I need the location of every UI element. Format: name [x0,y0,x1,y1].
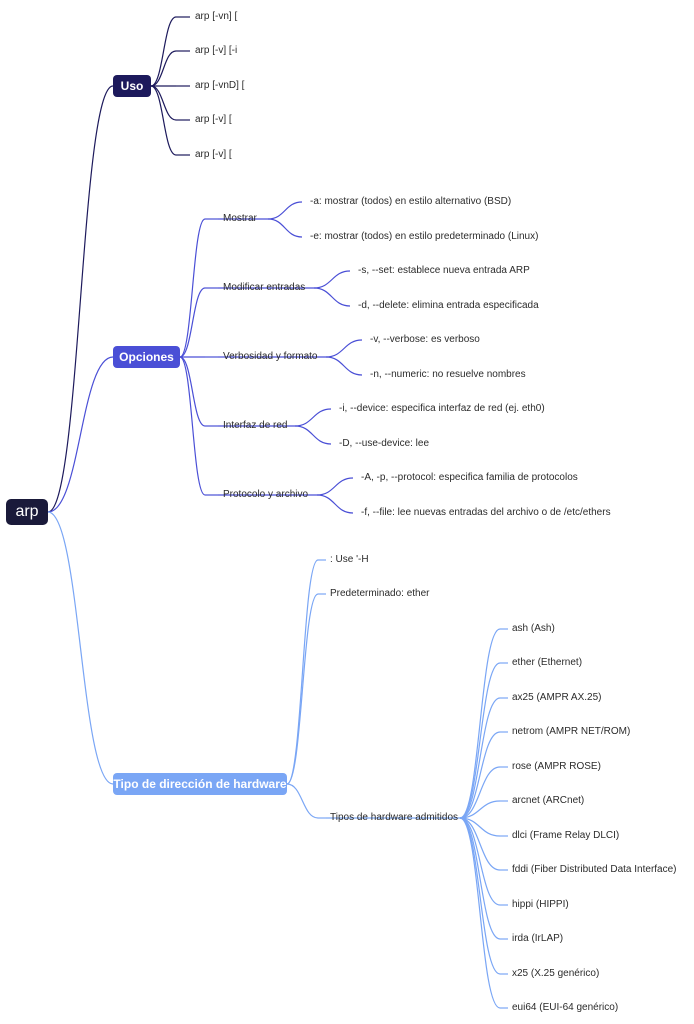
connector-opciones-group [179,287,206,358]
opcion-item[interactable]: -a: mostrar (todos) en estilo alternativ… [310,196,512,207]
hardware-type-item[interactable]: arcnet (ARCnet) [512,795,585,806]
branch-tipo-direccion-hardware[interactable]: Tipo de dirección de hardware [113,773,287,795]
connector-tipo-child [286,559,319,785]
connector-opcion-item [294,425,332,445]
connector-opcion-item [316,477,354,496]
connector-opcion-item [267,218,303,238]
opcion-item[interactable]: -A, -p, --protocol: especifica familia d… [361,472,578,483]
branch-uso[interactable]: Uso [113,75,151,97]
connector-root-tipo [47,511,114,785]
branch-opciones[interactable]: Opciones [113,346,180,368]
connector-opcion-item [325,339,363,358]
tipo-predeterminado[interactable]: Predeterminado: ether [330,588,430,599]
hardware-type-item[interactable]: ax25 (AMPR AX.25) [512,692,602,703]
hardware-type-item[interactable]: ash (Ash) [512,623,555,634]
connector-hardware-item [459,817,501,871]
connector-hardware-item [459,628,501,819]
connector-hardware-item [459,817,501,1009]
connector-opcion-item [267,201,303,220]
hardware-type-item[interactable]: dlci (Frame Relay DLCI) [512,830,620,841]
uso-item[interactable]: arp [-vnD] [ [195,80,245,91]
connector-hardware-item [459,766,501,819]
hardware-type-item[interactable]: hippi (HIPPI) [512,899,569,910]
uso-item[interactable]: arp [-v] [ [195,149,232,160]
connector-uso-item [150,85,177,121]
connector-opciones-group [179,356,206,427]
opcion-item[interactable]: -i, --device: especifica interfaz de red… [339,403,545,414]
connector-opcion-item [325,356,363,376]
connector-uso-item [150,85,177,156]
connector-uso-item [150,16,177,87]
tipo-use-h[interactable]: : Use '-H [330,554,369,565]
hardware-type-item[interactable]: netrom (AMPR NET/ROM) [512,726,631,737]
opcion-item[interactable]: -f, --file: lee nuevas entradas del arch… [361,507,611,518]
opciones-group-verbosidad-formato[interactable]: Verbosidad y formato [223,351,318,362]
opcion-item[interactable]: -d, --delete: elimina entrada especifica… [358,300,539,311]
connector-opcion-item [313,270,351,289]
hardware-type-item[interactable]: rose (AMPR ROSE) [512,761,601,772]
connector-uso-item [150,50,177,87]
opciones-group-interfaz-red[interactable]: Interfaz de red [223,420,288,431]
connector-root-opciones [47,356,114,513]
opcion-item[interactable]: -D, --use-device: lee [339,438,430,449]
hardware-type-item[interactable]: irda (IrLAP) [512,933,564,944]
uso-item[interactable]: arp [-vn] [ [195,11,238,22]
opcion-item[interactable]: -e: mostrar (todos) en estilo predetermi… [310,231,539,242]
connector-tipo-child [286,783,319,819]
opciones-group-protocolo-archivo[interactable]: Protocolo y archivo [223,489,309,500]
connector-tipo-child [286,593,319,785]
opcion-item[interactable]: -n, --numeric: no resuelve nombres [370,369,526,380]
hardware-type-item[interactable]: fddi (Fiber Distributed Data Interface) [512,864,677,875]
connector-hardware-item [459,697,501,819]
hardware-type-item[interactable]: x25 (X.25 genérico) [512,968,600,979]
connector-hardware-item [459,662,501,819]
uso-item[interactable]: arp [-v] [-i [195,45,238,56]
connector-opcion-item [316,494,354,514]
hardware-type-item[interactable]: ether (Ethernet) [512,657,583,668]
connector-hardware-item [459,817,501,975]
connector-root-uso [47,85,114,513]
uso-item[interactable]: arp [-v] [ [195,114,232,125]
tipos-hardware-admitidos[interactable]: Tipos de hardware admitidos [330,812,459,823]
connector-opciones-group [179,218,206,358]
opcion-item[interactable]: -v, --verbose: es verboso [370,334,480,345]
connector-opcion-item [313,287,351,307]
connector-hardware-item [459,800,501,819]
connector-opcion-item [294,408,332,427]
connector-hardware-item [459,731,501,819]
opcion-item[interactable]: -s, --set: establece nueva entrada ARP [358,265,530,276]
root-node[interactable]: arp [6,499,48,525]
hardware-type-item[interactable]: eui64 (EUI-64 genérico) [512,1002,619,1013]
connector-hardware-item [459,817,501,940]
opciones-group-modificar-entradas[interactable]: Modificar entradas [223,282,306,293]
opciones-group-mostrar[interactable]: Mostrar [223,213,257,224]
connector-opciones-group [179,356,206,496]
